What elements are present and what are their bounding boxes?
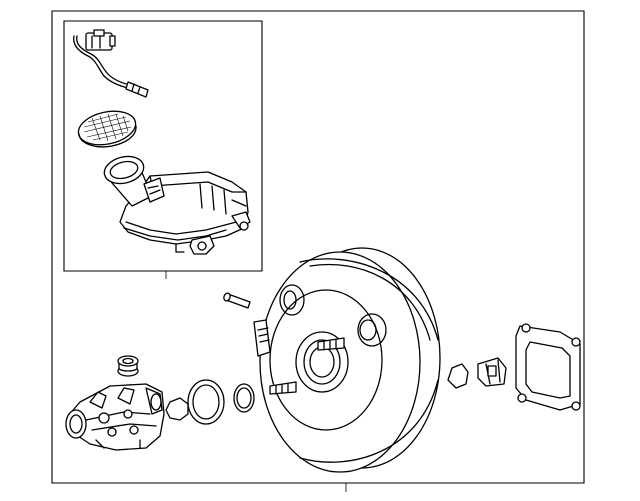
booster-gasket: [516, 324, 580, 410]
clevis: [478, 358, 506, 386]
reservoir-cap: [75, 106, 138, 149]
grommet: [118, 356, 138, 376]
o-ring: [188, 380, 224, 424]
inset-frame: [64, 21, 262, 271]
brake-booster: [254, 248, 440, 472]
outer-frame: [52, 11, 584, 483]
master-cylinder: [66, 384, 164, 450]
pushrod-pin: [223, 292, 250, 308]
small-seal: [166, 398, 188, 420]
booster-nut: [448, 364, 468, 388]
seal-washer: [234, 384, 254, 412]
brake-fluid-level-sensor: [74, 30, 148, 97]
fluid-reservoir: [101, 153, 250, 254]
